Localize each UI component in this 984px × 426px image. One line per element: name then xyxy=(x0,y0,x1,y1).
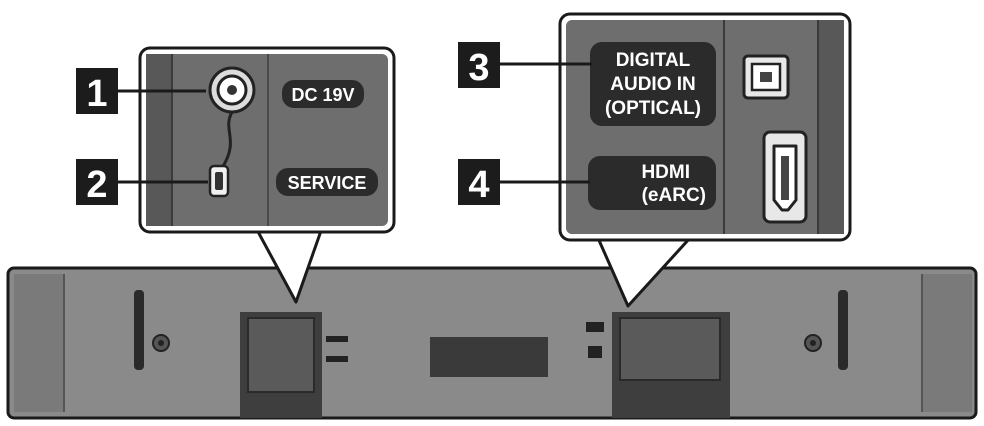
hdmi-label-box xyxy=(588,156,716,210)
digital-audio-label-line-3: (OPTICAL) xyxy=(605,98,701,119)
digital-audio-label-line-2: AUDIO IN xyxy=(610,74,696,95)
digital-audio-label-box xyxy=(590,42,716,126)
micro-usb-port-icon xyxy=(208,164,230,198)
svg-text:2: 2 xyxy=(86,164,107,206)
mount-slot-right xyxy=(838,290,848,370)
left-port-recess xyxy=(240,312,348,418)
hdmi-label-line-1: HDMI xyxy=(641,162,690,183)
svg-text:3: 3 xyxy=(468,47,489,89)
callout-badge-1: 1 xyxy=(76,68,118,115)
dc-power-jack-icon xyxy=(208,66,256,114)
hdmi-port-icon xyxy=(762,130,808,224)
dc-19v-label: DC 19V xyxy=(291,85,354,105)
svg-text:1: 1 xyxy=(86,73,107,115)
display-window xyxy=(430,337,548,377)
service-label: SERVICE xyxy=(288,173,367,193)
service-label-box xyxy=(276,168,378,196)
zoom-panel-left: DC 19V SERVICE xyxy=(138,46,396,234)
mount-slot-left xyxy=(134,290,144,370)
hdmi-label-line-2: (eARC) xyxy=(642,185,706,206)
svg-text:4: 4 xyxy=(468,164,489,206)
callout-badge-3: 3 xyxy=(458,42,500,89)
digital-audio-label-line-1: DIGITAL xyxy=(616,50,691,71)
zoom-panel-right: DIGITAL AUDIO IN (OPTICAL) HDMI (eARC) xyxy=(558,12,852,242)
dc-19v-label-box xyxy=(282,80,364,108)
wall-mount-screw-icon xyxy=(804,334,822,352)
optical-port-icon xyxy=(742,54,790,100)
soundbar-body xyxy=(6,266,978,420)
callout-badge-2: 2 xyxy=(76,159,118,206)
right-port-recess xyxy=(586,312,730,418)
callout-badge-4: 4 xyxy=(458,159,500,206)
wall-mount-screw-icon xyxy=(152,334,170,352)
